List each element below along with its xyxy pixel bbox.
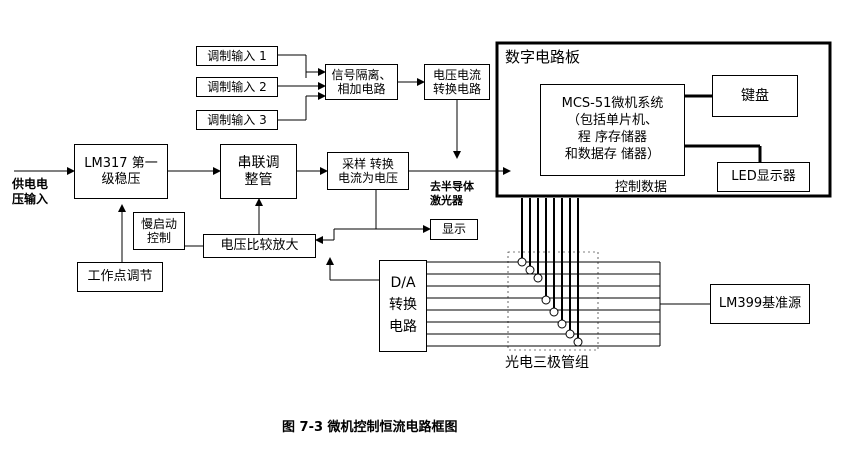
led-display-block: LED显示器 [717, 162, 810, 192]
board-connections [685, 94, 762, 162]
modulation-input-3: 调制输入 3 [196, 110, 278, 130]
series-adjust-tube-block: 串联调 整管 [220, 144, 297, 199]
digital-board-frame [495, 41, 832, 198]
figure-caption: 图 7-3 微机控制恒流电路框图 [282, 420, 458, 435]
phototransistor-region [507, 251, 599, 351]
control-data-label: 控制数据 [615, 180, 668, 195]
working-point-adjust-block: 工作点调节 [77, 262, 163, 292]
supply-voltage-input-label: 供电电 压输入 [12, 177, 49, 206]
mcs51-microcomputer-block: MCS-51微机系统 （包括单片机、 程 序存储器 和数据存 储器） [540, 84, 685, 176]
keyboard-block: 键盘 [712, 75, 798, 117]
soft-start-control-block: 慢启动 控制 [133, 212, 185, 250]
power-path-connections [14, 167, 511, 281]
phototransistor-group-label: 光电三极管组 [505, 355, 589, 371]
modulation-input-1: 调制输入 1 [196, 46, 278, 66]
display-block: 显示 [430, 219, 478, 240]
lm399-reference-block: LM399基准源 [710, 284, 810, 324]
digital-board-title: 数字电路板 [505, 48, 581, 66]
control-lines [521, 198, 579, 338]
dac-converter-block: D/A 转换 电路 [379, 260, 427, 352]
isolation-adder-block: 信号隔离、 相加电路 [325, 64, 398, 100]
dac-bus-lines [427, 261, 710, 347]
phototransistor-group [517, 257, 583, 347]
modulation-input-2: 调制输入 2 [196, 77, 278, 97]
modulation-connections [278, 54, 461, 159]
voltage-current-converter-block: 电压电流 转换电路 [424, 64, 490, 100]
lm317-regulator-block: LM317 第一 级稳压 [74, 144, 168, 199]
laser-output-label: 去半导体 激光器 [430, 180, 474, 207]
voltage-comparator-amplifier-block: 电压比较放大 [203, 234, 316, 258]
sampling-conversion-block: 采样 转换 电流为电压 [327, 152, 409, 190]
